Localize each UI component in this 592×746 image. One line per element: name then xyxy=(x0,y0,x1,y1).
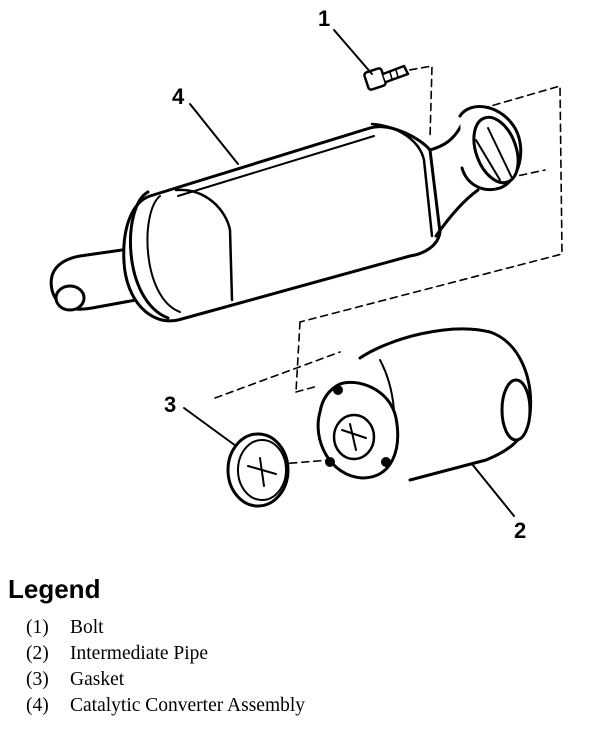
callout-4: 4 xyxy=(172,84,185,109)
legend: Legend (1) Bolt (2) Intermediate Pipe (3) G… xyxy=(8,574,588,719)
legend-item-intermediate-pipe: (2) Intermediate Pipe xyxy=(26,641,588,667)
intermediate-pipe xyxy=(316,327,533,482)
bolt xyxy=(363,64,410,91)
legend-item-number: (1) xyxy=(26,617,49,638)
legend-item-bolt: (1) Bolt xyxy=(26,615,588,641)
callout-1: 1 xyxy=(318,6,330,31)
legend-item-gasket: (3) Gasket xyxy=(26,667,588,693)
legend-item-label: Gasket xyxy=(70,669,125,690)
legend-item-number: (3) xyxy=(26,669,49,690)
gasket xyxy=(226,432,290,508)
callout-3: 3 xyxy=(164,392,176,417)
callout-2: 2 xyxy=(514,518,526,543)
legend-item-number: (4) xyxy=(26,695,49,716)
legend-item-label: Catalytic Converter Assembly xyxy=(70,695,306,716)
legend-item-label: Intermediate Pipe xyxy=(70,643,209,664)
legend-item-number: (2) xyxy=(26,643,49,664)
legend-list: (1) Bolt (2) Intermediate Pipe (3) Gasket (… xyxy=(8,615,588,719)
legend-title: Legend xyxy=(8,574,101,604)
leader-lines xyxy=(183,29,515,517)
exploded-diagram: 1 4 3 2 xyxy=(49,6,563,543)
legend-item-label: Bolt xyxy=(70,617,104,638)
catalytic-converter-assembly xyxy=(49,105,523,323)
legend-item-catalytic-converter-assembly: (4) Catalytic Converter Assembly xyxy=(26,693,588,719)
